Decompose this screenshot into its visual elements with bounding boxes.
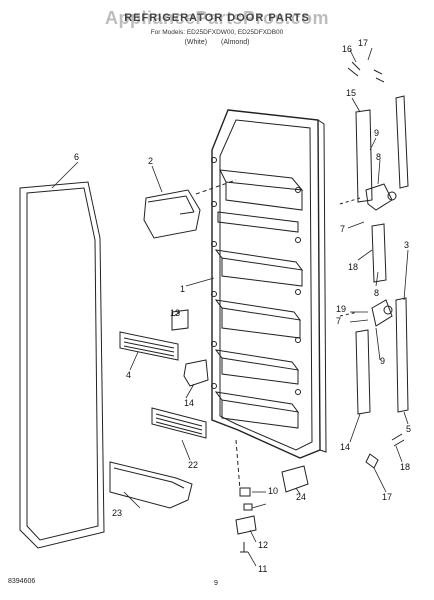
callout-5: 5: [406, 424, 411, 434]
callout-17-top: 16: [342, 44, 352, 54]
callout-2: 2: [148, 156, 153, 166]
callout-13: 12: [258, 540, 268, 550]
diagram-title: REFRIGERATOR DOOR PARTS: [124, 12, 310, 24]
handle-top-cap: [355, 109, 373, 203]
callout-8-bottom: 7: [336, 316, 341, 326]
handle-brackets: [365, 183, 397, 327]
leader-lines: [51, 47, 409, 567]
callout-17-bottom: 17: [382, 492, 392, 502]
callout-9-top: 8: [376, 152, 381, 162]
callout-12: 11: [258, 564, 267, 574]
handle-trim-bottom: [395, 297, 409, 413]
callout-6: 6: [74, 152, 79, 162]
callout-21: 22: [188, 460, 198, 470]
callout-8-top: 7: [340, 224, 345, 234]
shelf-trim-lower: [151, 407, 207, 439]
callout-16: 15: [346, 88, 356, 98]
callout-18-top: 17: [358, 38, 368, 48]
callout-9-bottom: 9: [380, 356, 385, 366]
shelf-bracket: [183, 359, 209, 387]
shelf-retainer-clip: [171, 309, 189, 331]
callout-11: 10: [268, 486, 278, 496]
watermark: AppliancePartsPros.com: [104, 8, 330, 28]
diagram-header: AppliancePartsPros.com REFRIGERATOR DOOR…: [0, 0, 434, 60]
callout-14: 14: [184, 398, 194, 408]
door-bin: [109, 461, 193, 509]
color-variants: (White) (Almond): [0, 39, 434, 46]
handle-upper-section: [371, 223, 387, 283]
door-gasket: [19, 181, 105, 549]
callout-19-top: 18: [348, 262, 358, 272]
handle-lower-section: [355, 329, 371, 415]
callout-23: 24: [296, 492, 306, 502]
door-liner: [211, 109, 327, 459]
shelf-trim-upper: [119, 331, 179, 361]
callout-19-bottom: 19: [336, 304, 346, 314]
top-screws: [347, 61, 385, 83]
callout-18-bottom: 18: [400, 462, 410, 472]
callout-20: 13: [170, 308, 180, 318]
callout-3: 3: [404, 240, 409, 250]
footer-code: 8394606: [8, 578, 36, 585]
callout-7: 8: [374, 288, 379, 298]
callout-labels: 6 2 1 13 4 14 22 23 24 10 12 11 15 16 17…: [74, 38, 411, 574]
callout-22: 23: [112, 508, 122, 518]
dairy-door: [143, 189, 201, 239]
variant-almond: (Almond): [221, 39, 250, 46]
callout-4: 4: [126, 370, 131, 380]
variant-white: (White): [184, 39, 208, 46]
hinge-cover: [281, 465, 309, 493]
callout-10: 9: [374, 128, 379, 138]
bottom-hinge-parts: [235, 439, 257, 553]
handle-trim-top: [395, 95, 409, 189]
page-number: 9: [214, 580, 218, 587]
callout-15: 14: [340, 442, 350, 452]
model-list: For Models: ED25DFXDW00, ED25DFXDB00: [150, 29, 284, 36]
callout-1: 1: [180, 284, 185, 294]
